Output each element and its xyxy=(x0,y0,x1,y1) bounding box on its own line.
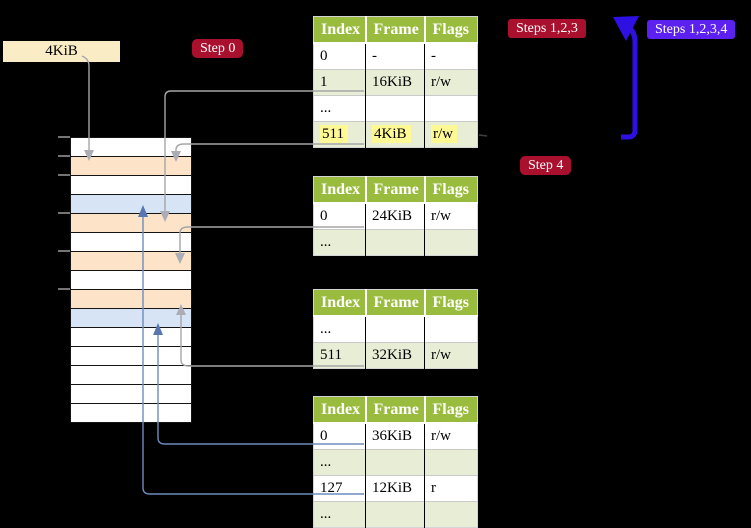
column-header-frame: Frame xyxy=(364,16,425,44)
cell-flags: r/w xyxy=(424,121,478,148)
memory-row xyxy=(71,309,191,328)
column-header-flags: Flags xyxy=(423,289,478,317)
page-size-label: 4KiB xyxy=(3,41,120,62)
cell-frame: 24KiB xyxy=(365,203,425,230)
cell-index: 511 xyxy=(313,342,366,369)
table-row: ... xyxy=(313,229,478,256)
cell-index: ... xyxy=(313,449,366,476)
cell-flags: r xyxy=(424,475,478,502)
table-header-row: Index Frame Flags xyxy=(313,16,478,44)
cell-index: 0 xyxy=(320,48,328,64)
table-level-1: Index Frame Flags 0 36KiB r/w ... 127 12… xyxy=(313,396,478,528)
cell-index: 511 xyxy=(313,121,366,148)
table-level-3: Index Frame Flags 0 24KiB r/w ... xyxy=(313,176,478,256)
memory-row xyxy=(71,385,191,404)
cell-index: 1 xyxy=(313,69,366,96)
memory-row xyxy=(71,271,191,290)
cell-frame xyxy=(365,95,425,122)
memory-row xyxy=(71,252,191,271)
table-row: ... xyxy=(313,95,478,122)
page-size-label-text: 4KiB xyxy=(45,43,78,59)
cell-frame: 16KiB xyxy=(365,69,425,96)
cell-flags xyxy=(424,316,478,343)
column-header-index: Index xyxy=(313,396,366,424)
cell-flags xyxy=(424,449,478,476)
table-row: 1 16KiB r/w xyxy=(313,69,478,96)
table-row: 0 - - xyxy=(314,43,478,70)
column-header-index: Index xyxy=(313,16,366,44)
column-header-index: Index xyxy=(313,176,366,204)
cell-index: 127 xyxy=(313,475,366,502)
cell-frame xyxy=(365,316,425,343)
column-header-flags: Flags xyxy=(423,16,478,44)
table-row: 0 36KiB r/w xyxy=(314,423,478,450)
steps-loop-arrow xyxy=(621,25,638,140)
column-header-frame: Frame xyxy=(364,289,425,317)
highlight: r/w xyxy=(431,125,457,143)
column-header-flags: Flags xyxy=(423,176,478,204)
cell-flags xyxy=(424,501,478,528)
cell-index: ... xyxy=(320,321,332,337)
memory-row xyxy=(71,290,191,309)
memory-row xyxy=(71,195,191,214)
table-level-4: Index Frame Flags 0 - - 1 16KiB r/w ... … xyxy=(313,16,478,148)
cell-frame xyxy=(365,501,425,528)
column-header-frame: Frame xyxy=(364,176,425,204)
table-row: 511 32KiB r/w xyxy=(313,342,478,369)
cell-index: 0 xyxy=(320,428,328,444)
stub-line xyxy=(478,134,488,137)
cell-frame: 12KiB xyxy=(365,475,425,502)
memory-row xyxy=(71,157,191,176)
cell-frame xyxy=(365,229,425,256)
table-header-row: Index Frame Flags xyxy=(313,396,478,424)
cell-frame: 32KiB xyxy=(365,342,425,369)
column-header-frame: Frame xyxy=(364,396,425,424)
cell-frame xyxy=(365,449,425,476)
cell-index: ... xyxy=(313,95,366,122)
table-row: ... xyxy=(313,501,478,528)
cell-frame: 36KiB xyxy=(365,423,425,450)
highlight: 511 xyxy=(320,125,348,143)
cell-index: 0 xyxy=(320,208,328,224)
memory-row xyxy=(71,347,191,366)
memory-row xyxy=(71,328,191,347)
cell-frame: 4KiB xyxy=(365,121,425,148)
cell-flags xyxy=(424,95,478,122)
badge-steps-1-2-3-4: Steps 1,2,3,4 xyxy=(647,20,736,39)
badge-steps-1-2-3: Steps 1,2,3 xyxy=(508,19,586,38)
memory-row xyxy=(71,404,191,422)
table-row: ... xyxy=(314,316,478,343)
cell-flags: r/w xyxy=(424,69,478,96)
badge-step-0: Step 0 xyxy=(192,39,244,58)
memory-boundary-ticks xyxy=(58,136,70,290)
column-header-index: Index xyxy=(313,289,366,317)
column-header-flags: Flags xyxy=(423,396,478,424)
memory-row xyxy=(71,233,191,252)
highlight: 4KiB xyxy=(372,125,411,143)
cell-flags: r/w xyxy=(424,342,478,369)
memory-row xyxy=(71,138,191,157)
table-row: ... xyxy=(313,449,478,476)
cell-flags: r/w xyxy=(424,203,478,230)
cell-index: ... xyxy=(313,229,366,256)
arrowhead-up-left-icon xyxy=(613,16,639,41)
memory-row xyxy=(71,176,191,195)
cell-flags: r/w xyxy=(424,423,478,450)
cell-frame: - xyxy=(365,43,425,70)
cell-flags xyxy=(424,229,478,256)
badge-step-4: Step 4 xyxy=(520,156,572,175)
table-row: 0 24KiB r/w xyxy=(314,203,478,230)
memory-row xyxy=(71,214,191,233)
memory-row xyxy=(71,366,191,385)
table-header-row: Index Frame Flags xyxy=(313,176,478,204)
table-header-row: Index Frame Flags xyxy=(313,289,478,317)
table-row-highlighted: 511 4KiB r/w xyxy=(313,121,478,148)
cell-index: ... xyxy=(313,501,366,528)
cell-flags: - xyxy=(424,43,478,70)
physical-memory-column xyxy=(70,137,192,423)
table-row: 127 12KiB r xyxy=(313,475,478,502)
table-level-2: Index Frame Flags ... 511 32KiB r/w xyxy=(313,289,478,369)
